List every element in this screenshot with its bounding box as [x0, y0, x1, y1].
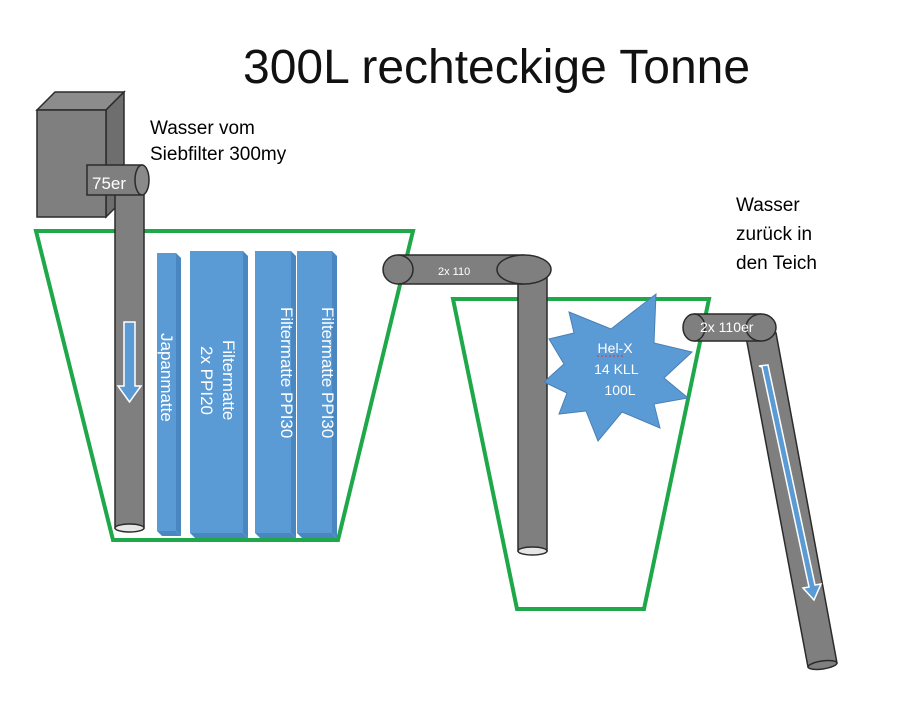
hel-x-starburst	[543, 292, 694, 442]
connector-pipe-label: 2x 110	[438, 266, 470, 278]
filter-mat-2-label: Filtermatte 2x PPI20	[197, 340, 238, 425]
outlet-pipe	[682, 313, 777, 342]
filter-mat-3	[255, 251, 296, 538]
filter-mat-2-label-line-1: Filtermatte	[219, 340, 238, 420]
connector-pipe	[382, 254, 552, 285]
filter-mat-1	[157, 253, 181, 536]
inlet-pipe-label: 75er	[92, 174, 126, 193]
tank-1-outline	[33, 229, 416, 542]
starburst-line-1: Hel-X	[598, 340, 634, 356]
inlet-pipe	[114, 179, 145, 533]
inlet-pipe-stub	[86, 164, 150, 196]
filter-mat-3-label-line-1: Filtermatte PPI30	[277, 307, 296, 438]
sieve-filter-box	[35, 90, 126, 219]
inlet-label-line-1: Wasser vom	[150, 118, 255, 139]
filter-mat-1-label: Japanmatte	[157, 333, 176, 422]
starburst-line-3: 100L	[604, 382, 635, 398]
filter-mat-2	[190, 251, 248, 538]
outlet-diagonal-pipe	[745, 332, 838, 671]
outlet-label-line-2: zurück in	[736, 224, 813, 245]
outlet-label-line-1: Wasser	[736, 195, 800, 216]
flow-arrow-inlet	[116, 321, 143, 404]
starburst-label: Hel-X 14 KLL 100L	[594, 340, 642, 398]
outlet-label: Wasser zurück in den Teich	[736, 191, 817, 278]
filter-mat-4	[297, 251, 337, 538]
page-title: 300L rechteckige Tonne	[243, 41, 751, 94]
inlet-label-line-2: Siebfilter 300my	[150, 144, 287, 165]
inlet-label: Wasser vom Siebfilter 300my	[150, 116, 286, 168]
filter-mat-4-label: Filtermatte PPI30	[318, 307, 337, 438]
tank-2-down-pipe	[517, 269, 548, 556]
filter-mat-1-label-line-1: Japanmatte	[157, 333, 176, 422]
outlet-pipe-label: 2x 110er	[700, 319, 754, 335]
flow-arrow-outlet	[758, 364, 823, 602]
outlet-label-line-3: den Teich	[736, 253, 817, 274]
starburst-line-2: 14 KLL	[594, 361, 639, 377]
filter-mat-4-label-line-1: Filtermatte PPI30	[318, 307, 337, 438]
filter-mat-3-label: Filtermatte PPI30	[277, 307, 296, 438]
filter-mat-2-label-line-2: 2x PPI20	[197, 346, 216, 415]
tank-2-outline	[450, 297, 712, 611]
